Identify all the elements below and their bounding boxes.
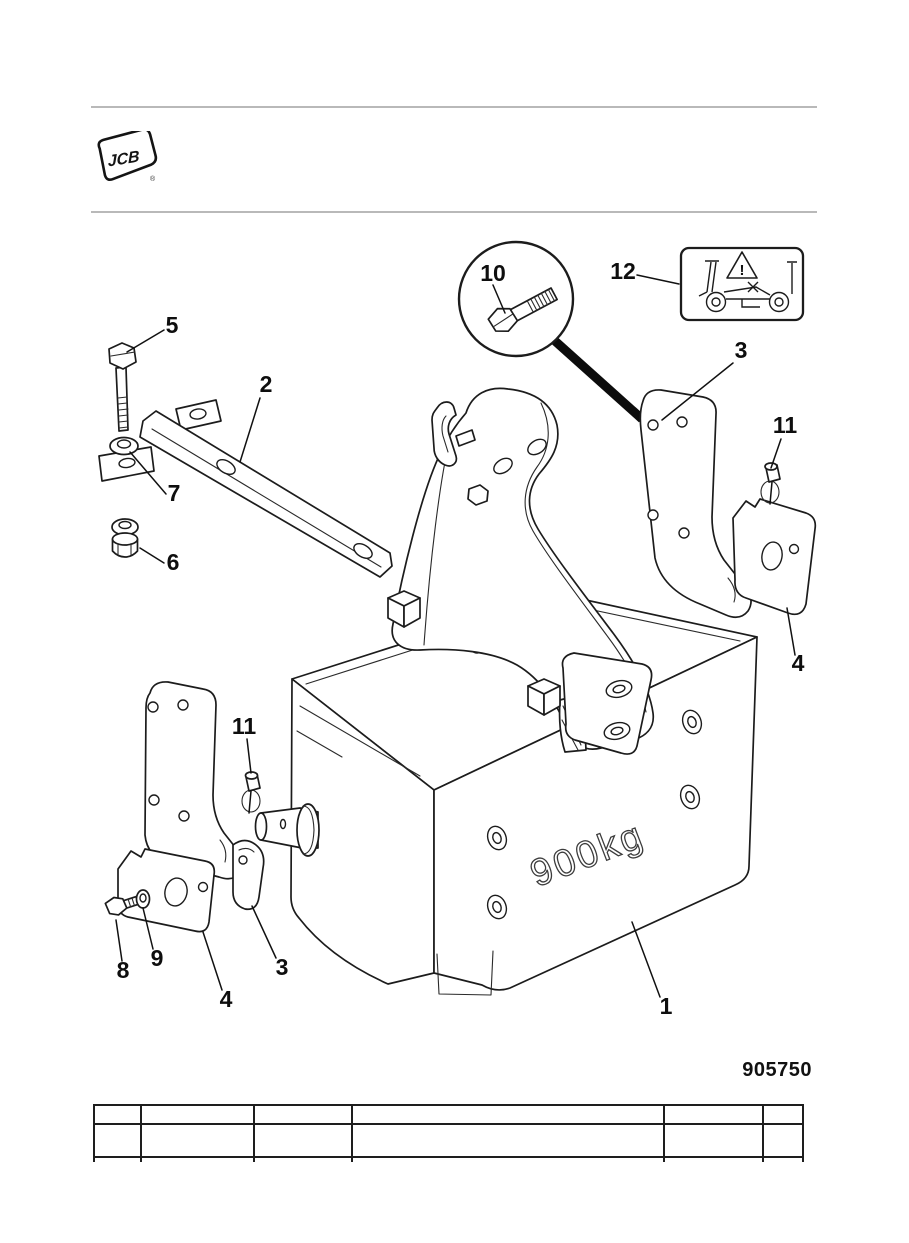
- counterweight-bolt-holes: [486, 709, 703, 920]
- callout-8-bolt: 8: [117, 957, 130, 983]
- header-cell: [762, 1104, 804, 1125]
- part-washer-7b: [111, 518, 139, 536]
- jcb-logo-text: JCB: [108, 147, 140, 170]
- callout-3-right: 3: [735, 337, 748, 363]
- top-face-blocks: [387, 590, 561, 716]
- header-cell: [351, 1104, 665, 1125]
- part-lifting-eye: [558, 652, 653, 755]
- tractor-pictogram: [698, 260, 797, 313]
- header-cell: [253, 1104, 353, 1125]
- callout-6-nut: 6: [167, 549, 180, 575]
- part-bolt-5: [108, 342, 137, 432]
- header-cell: [93, 1104, 142, 1125]
- warning-exclamation: !: [740, 262, 745, 279]
- callout-3-left: 3: [276, 954, 289, 980]
- parts-table-clipped-row: [93, 1156, 804, 1162]
- table-cell: [140, 1123, 255, 1158]
- table-cell: [762, 1123, 804, 1158]
- table-cell: [253, 1123, 353, 1158]
- part-plate-4-left: [117, 848, 216, 933]
- callout-11-left: 11: [232, 713, 257, 739]
- callout-12-decal: 12: [610, 258, 636, 284]
- callout-4-left: 4: [220, 986, 233, 1012]
- tower-hook: [431, 401, 458, 467]
- callout-11-right: 11: [773, 412, 798, 438]
- table-cell: [351, 1123, 665, 1158]
- part-lynch-pin-11-left: [241, 771, 261, 814]
- warning-triangle-icon: !: [726, 251, 758, 279]
- callout-4-right: 4: [792, 650, 805, 676]
- table-cell: [93, 1123, 142, 1158]
- parts-table-header-row: [93, 1104, 804, 1125]
- callout-7-washer: 7: [168, 480, 181, 506]
- header-rule: [91, 106, 817, 108]
- part-tie-bar: [139, 399, 393, 578]
- callout-1-counterweight: 1: [660, 993, 673, 1019]
- part-bracket-3-right: [639, 389, 752, 619]
- registered-mark: ®: [150, 175, 156, 183]
- part-plate-4-right: [732, 498, 817, 616]
- jcb-logo-outline: [97, 131, 158, 181]
- table-cell: [663, 1123, 764, 1158]
- callout-5-bolt: 5: [166, 312, 179, 338]
- part-nut-6: [111, 532, 139, 558]
- jcb-logo: JCB ®: [97, 131, 158, 183]
- part-lynch-pin-11-right: [760, 462, 781, 505]
- callout-leaders: [115, 274, 796, 998]
- callout-9-washer: 9: [151, 945, 164, 971]
- header-cell: [663, 1104, 764, 1125]
- part-warning-decal: !: [679, 246, 805, 322]
- subheader-rule: [91, 211, 817, 213]
- part-clamp-3-left: [232, 839, 265, 911]
- callout-10-bolt: 10: [480, 260, 506, 286]
- drawing-number: 905750: [742, 1059, 812, 1081]
- magnifier-inset: [457, 240, 575, 358]
- part-washer-7: [109, 436, 139, 456]
- magnifier-leader-wedge: [541, 328, 646, 423]
- part-pivot-pin-left: [254, 803, 320, 857]
- part-base-plate: [98, 446, 155, 482]
- parts-table-row: [93, 1123, 804, 1158]
- parts-table: [93, 1104, 804, 1162]
- part-bracket-3-left: [144, 681, 245, 880]
- part-washer-9: [135, 889, 151, 909]
- part-bolt-10: [487, 287, 558, 333]
- tower-bolt-head: [467, 484, 489, 506]
- callout-2-tie-bar: 2: [260, 371, 273, 397]
- header-cell: [140, 1104, 255, 1125]
